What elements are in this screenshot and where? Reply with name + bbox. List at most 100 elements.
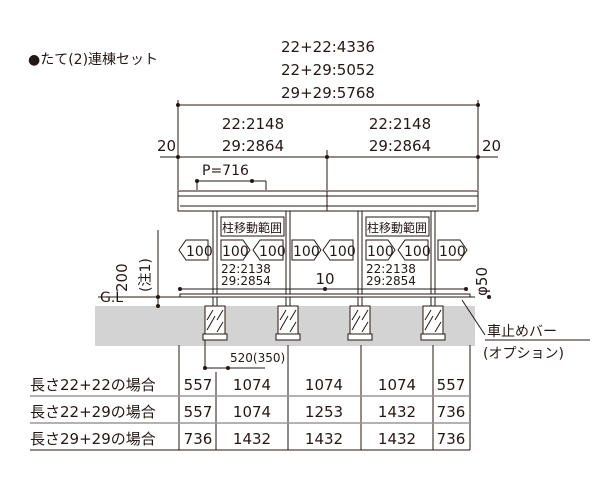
row-label: 長さ22+22の場合 <box>30 376 156 394</box>
dimension-label: 100 <box>259 244 286 260</box>
drawing-stroke <box>325 155 329 159</box>
drawing-stroke <box>351 309 369 333</box>
bay-length-right-29: 29:2864 <box>369 137 431 155</box>
dimension-label: 1074 <box>233 403 271 421</box>
pitch-label: P=716 <box>202 163 249 179</box>
drawing-stroke <box>422 305 444 335</box>
drawing-stroke <box>195 179 199 183</box>
posts <box>202 210 446 341</box>
dimension-label: 100 <box>404 244 431 260</box>
dimension-label: 100 <box>293 244 320 260</box>
drawing-stroke <box>424 309 442 333</box>
overall-length-22-22: 22+22:4336 <box>281 38 375 56</box>
post <box>275 210 301 341</box>
car-stop-bar <box>179 293 471 298</box>
drawing-stroke <box>202 333 228 341</box>
inner-length-right-22: 22:2138 <box>366 262 416 276</box>
drawing-stroke <box>178 239 209 261</box>
inner-length-left-22: 22:2138 <box>221 262 271 276</box>
drawing-stroke <box>464 287 468 291</box>
bay-length-left-22: 22:2148 <box>222 115 284 133</box>
drawing-stroke <box>279 309 297 333</box>
dimension-label: 1432 <box>378 430 416 448</box>
dimension-label: 1432 <box>305 430 343 448</box>
dimension-label: 100 <box>329 244 356 260</box>
drawing-stroke <box>203 366 207 370</box>
dimension-label: 557 <box>437 376 466 394</box>
drawing-stroke <box>220 239 251 261</box>
post-range-label-right: 柱移動範囲 <box>367 220 427 235</box>
bay-length-right-22: 22:2148 <box>369 115 431 133</box>
drawing-stroke <box>476 103 480 107</box>
drawing-stroke <box>476 155 480 159</box>
overall-length-29-29: 29+29:5768 <box>281 84 375 102</box>
dimension-label: 100 <box>222 244 249 260</box>
drawing-stroke <box>349 305 371 335</box>
drawing-stroke <box>322 239 354 261</box>
drawing-stroke <box>323 287 327 291</box>
foundation-label: 520(350) <box>230 351 285 365</box>
overall-length-22-29: 22+29:5052 <box>281 61 375 79</box>
dimension-label: 1074 <box>305 376 343 394</box>
ground-label: G.L <box>100 290 123 306</box>
dimension-label: 1074 <box>378 376 416 394</box>
dimension-label: 100 <box>186 244 213 260</box>
drawing-stroke <box>347 333 373 341</box>
drawing-stroke <box>156 304 160 308</box>
option-label: (オプション) <box>483 346 564 362</box>
drawing-stroke <box>204 305 226 335</box>
inner-length-right-29: 29:2854 <box>366 274 416 288</box>
drawing-stroke <box>397 239 429 261</box>
dimension-label: 1074 <box>233 376 271 394</box>
post <box>347 210 373 341</box>
row-label: 長さ22+29の場合 <box>30 403 156 421</box>
height-label: 200 <box>113 263 131 292</box>
edge-length-left: 20 <box>157 137 176 155</box>
drawing-stroke <box>252 239 284 261</box>
inner-length-left-29: 29:2854 <box>221 274 271 288</box>
dimension-label: 557 <box>184 376 213 394</box>
drawing-stroke <box>437 239 468 261</box>
dimension-label: 1253 <box>305 403 343 421</box>
table-row: 長さ22+22の場合 557 1074 1074 1074 557 <box>30 376 465 394</box>
dimension-label: 1432 <box>378 403 416 421</box>
post-range-box-left <box>220 216 285 237</box>
post-spacing-table: 長さ22+22の場合 557 1074 1074 1074 557 長さ22+2… <box>30 345 471 451</box>
post-range-box-right <box>365 216 430 237</box>
post-range-label-left: 柱移動範囲 <box>222 220 282 235</box>
bar-leader-line <box>461 299 486 336</box>
drawing-stroke <box>277 305 299 335</box>
table-row: 長さ22+29の場合 557 1074 1253 1432 736 <box>30 403 465 421</box>
movement-arrows: 100 100 100 100 100 100 100 100 <box>178 239 468 261</box>
roof <box>177 190 479 212</box>
dimension-label: 1432 <box>233 430 271 448</box>
drawing-stroke <box>250 179 254 183</box>
drawing-stroke <box>365 239 396 261</box>
dimension-label: 736 <box>184 430 213 448</box>
dimension-label: 100 <box>367 244 394 260</box>
drawing-stroke <box>420 333 446 341</box>
dimension-label: 736 <box>437 430 466 448</box>
bay-length-left-29: 29:2864 <box>222 137 284 155</box>
row-label: 長さ29+29の場合 <box>30 430 156 448</box>
drawing-stroke <box>176 103 180 107</box>
drawing-stroke <box>156 295 160 299</box>
diagram-title: ●たて(2)連棟セット <box>28 52 158 68</box>
dimension-label: 557 <box>184 403 213 421</box>
table-row: 長さ29+29の場合 736 1432 1432 1432 736 <box>30 430 465 448</box>
drawing-stroke <box>177 190 479 212</box>
drawing-stroke <box>206 309 224 333</box>
drawing-stroke <box>176 155 180 159</box>
drawing-stroke <box>226 366 230 370</box>
dimension-label: 736 <box>437 403 466 421</box>
note-label: (注1) <box>138 258 154 292</box>
dimension-label: 100 <box>439 244 466 260</box>
drawing-stroke <box>178 287 182 291</box>
edge-length-right: 20 <box>482 137 501 155</box>
post <box>420 210 446 341</box>
drawing-stroke <box>275 333 301 341</box>
car-stop-bar-label: 車止めバー <box>487 323 557 340</box>
diameter-label: φ50 <box>473 267 491 296</box>
